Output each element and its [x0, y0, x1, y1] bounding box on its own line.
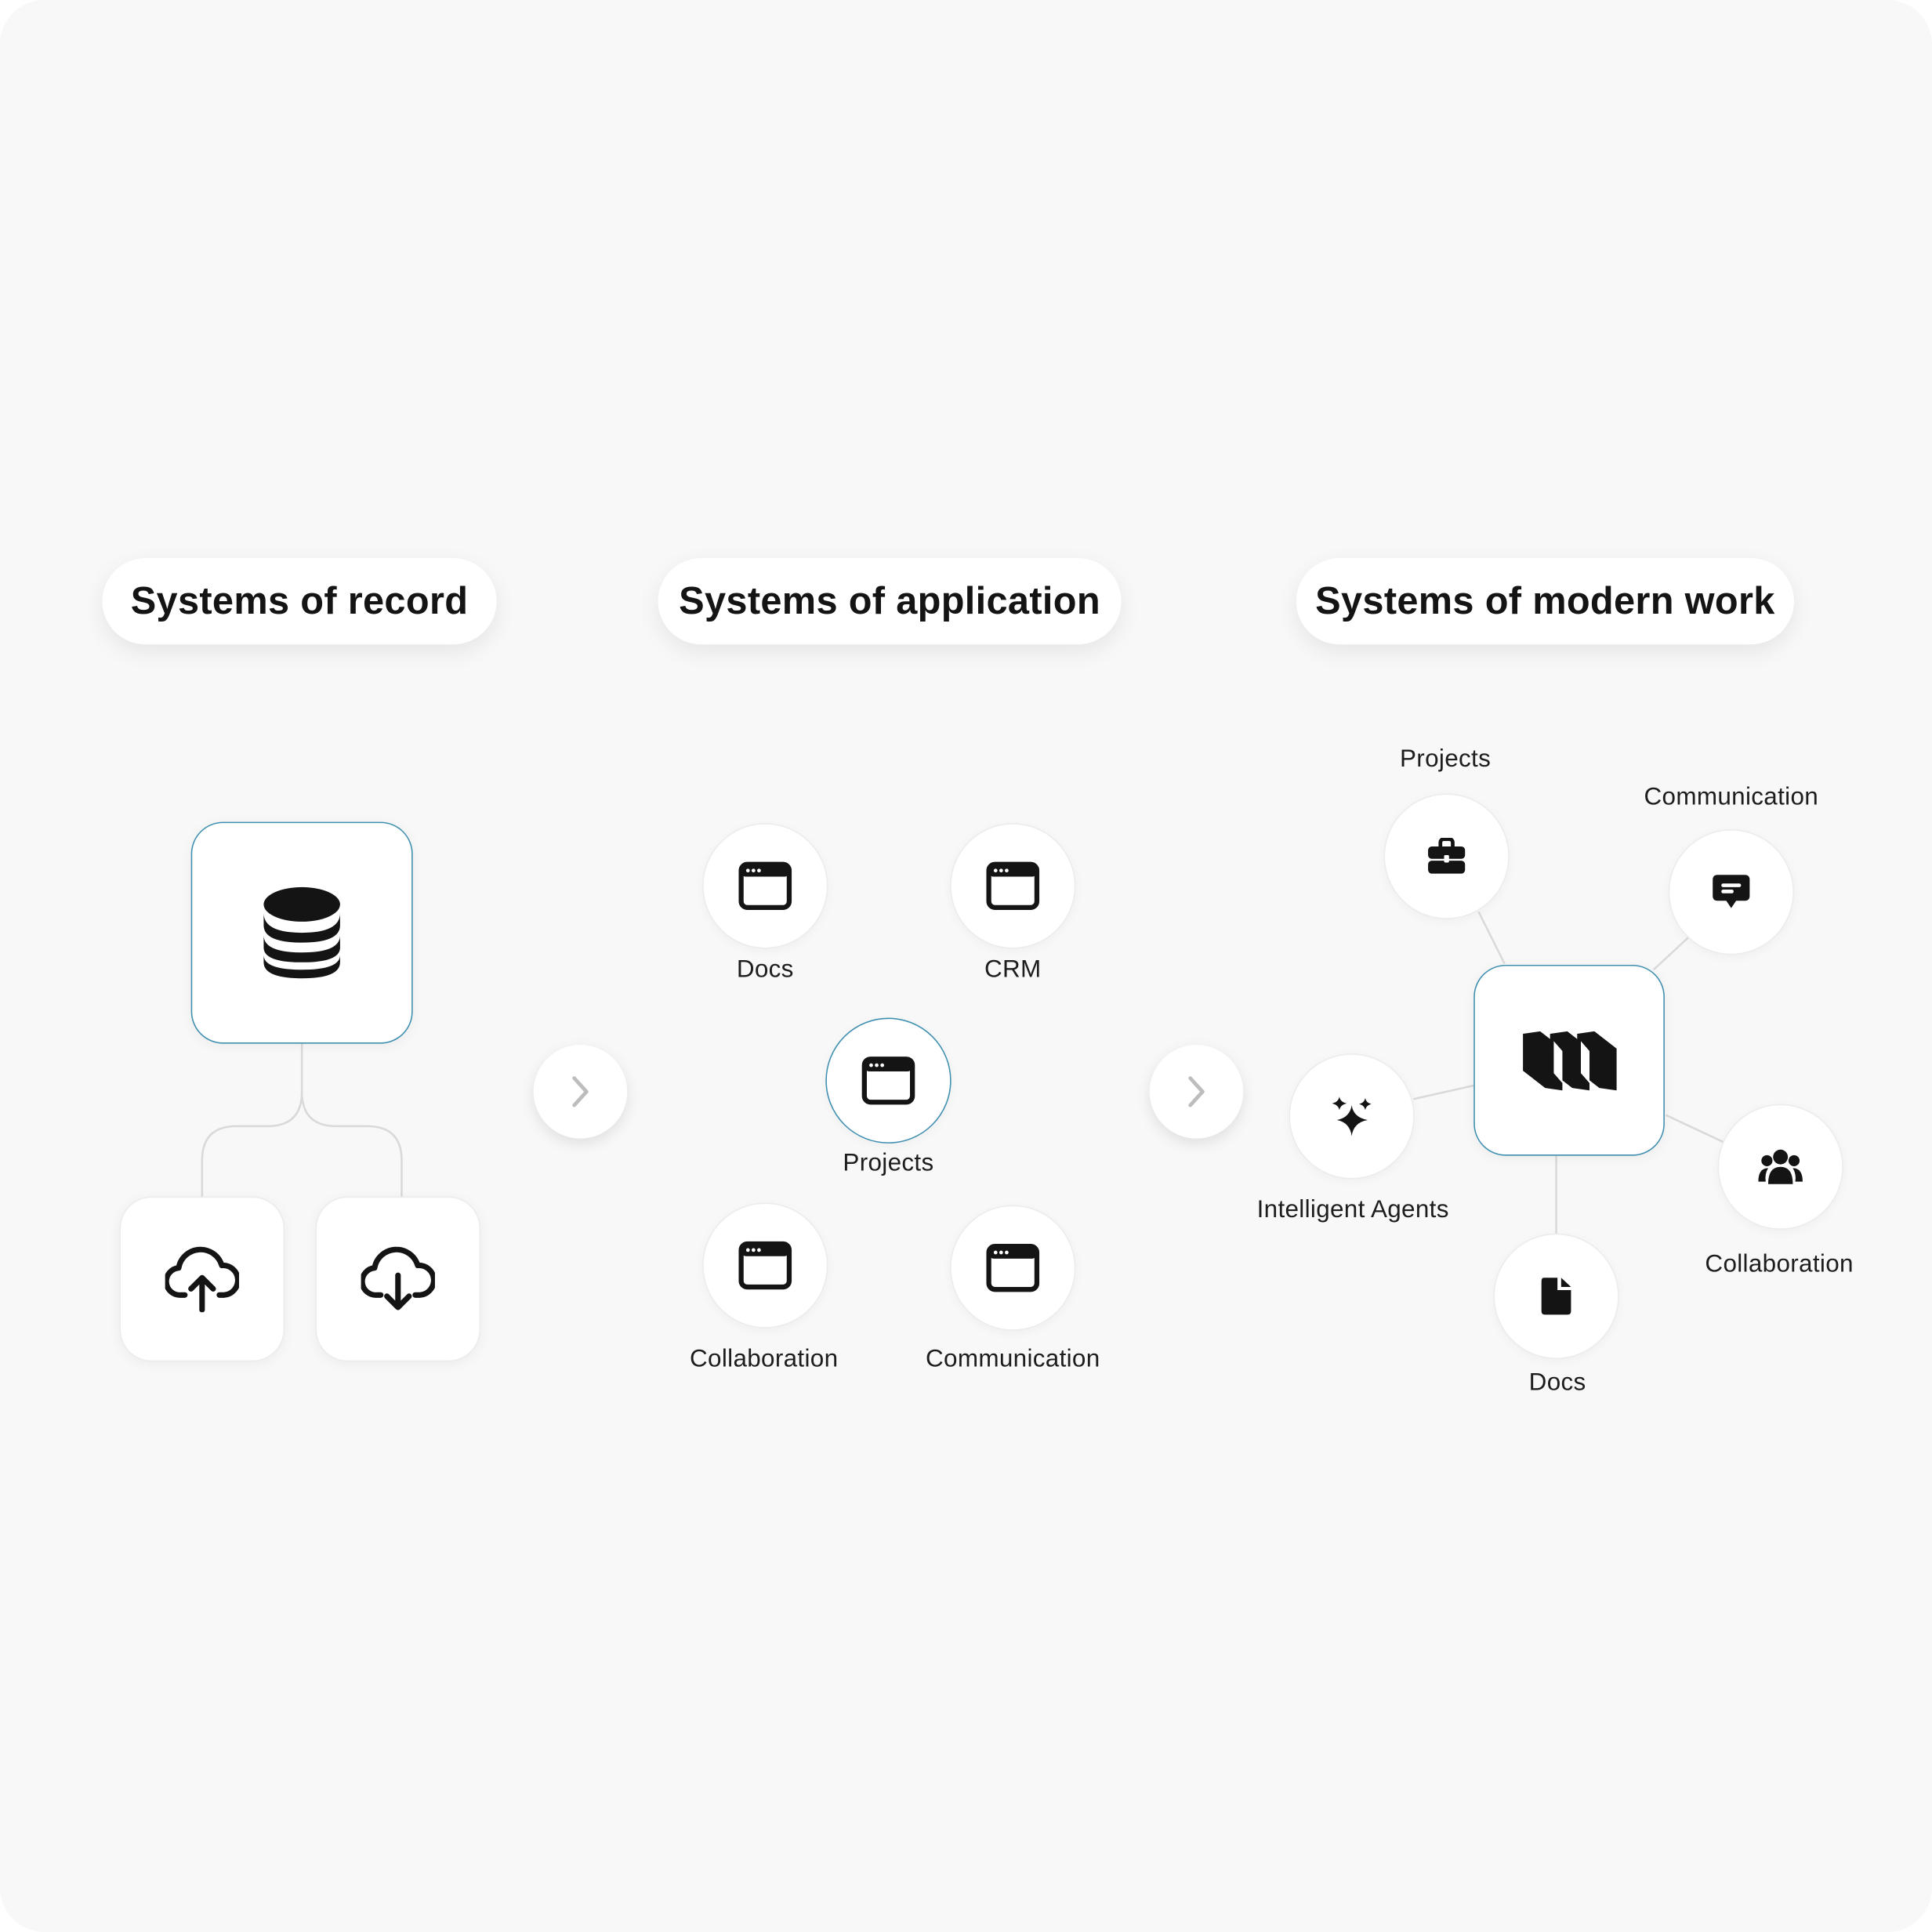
- title-systems-of-record: Systems of record: [102, 558, 497, 645]
- people-icon: [1758, 1148, 1803, 1185]
- work-node-intelligent-agents: [1289, 1053, 1415, 1180]
- app-label-collaboration: Collaboration: [690, 1345, 839, 1373]
- title-systems-of-modern-work: Systems of modern work: [1296, 558, 1794, 645]
- title-systems-of-application: Systems of application: [658, 558, 1122, 645]
- chevron-right-icon: [1184, 1073, 1209, 1110]
- work-label-collaboration: Collaboration: [1705, 1250, 1854, 1278]
- download-card: [315, 1196, 481, 1362]
- work-node-collaboration: [1717, 1104, 1843, 1230]
- app-window-icon: [986, 861, 1040, 911]
- sparkles-icon: [1331, 1096, 1372, 1137]
- cloud-download-icon: [361, 1245, 435, 1312]
- work-label-projects: Projects: [1400, 745, 1492, 773]
- work-label-intelligent-agents: Intelligent Agents: [1256, 1196, 1449, 1224]
- briefcase-icon: [1426, 838, 1466, 875]
- app-label-docs: Docs: [736, 955, 794, 984]
- next-arrow-2[interactable]: [1149, 1045, 1244, 1139]
- next-arrow-1[interactable]: [533, 1045, 628, 1139]
- upload-card: [119, 1196, 285, 1362]
- chevron-right-icon: [568, 1073, 593, 1110]
- app-label-crm: CRM: [984, 955, 1042, 984]
- work-node-projects: [1383, 793, 1510, 919]
- app-window-icon: [738, 861, 792, 911]
- edge-hub-projects: [1477, 911, 1506, 964]
- app-label-communication: Communication: [926, 1345, 1100, 1373]
- edge-hub-communication: [1652, 937, 1689, 971]
- app-window-icon: [986, 1243, 1040, 1292]
- record-tree-stem: [201, 1043, 303, 1197]
- app-window-icon: [738, 1241, 792, 1290]
- hub-card: [1473, 964, 1665, 1156]
- database-icon: [261, 886, 343, 979]
- work-node-docs: [1493, 1233, 1619, 1360]
- database-card: [190, 821, 413, 1044]
- hub-logo-icon: [1520, 1028, 1618, 1093]
- cloud-upload-icon: [165, 1245, 239, 1313]
- app-label-projects: Projects: [843, 1149, 934, 1177]
- app-node-collaboration: [702, 1202, 828, 1328]
- app-node-communication: [950, 1205, 1076, 1331]
- app-node-docs: [702, 823, 828, 949]
- app-node-crm: [950, 823, 1076, 949]
- work-label-docs: Docs: [1528, 1368, 1586, 1397]
- record-tree-branch: [300, 1091, 403, 1197]
- work-node-communication: [1668, 829, 1794, 955]
- app-window-icon: [861, 1056, 915, 1105]
- chat-bubble-icon: [1712, 872, 1751, 912]
- app-node-projects: [825, 1017, 952, 1144]
- work-label-communication: Communication: [1644, 783, 1819, 811]
- edge-hub-agents: [1412, 1084, 1474, 1100]
- edge-hub-collaboration: [1665, 1114, 1724, 1144]
- document-icon: [1540, 1277, 1572, 1316]
